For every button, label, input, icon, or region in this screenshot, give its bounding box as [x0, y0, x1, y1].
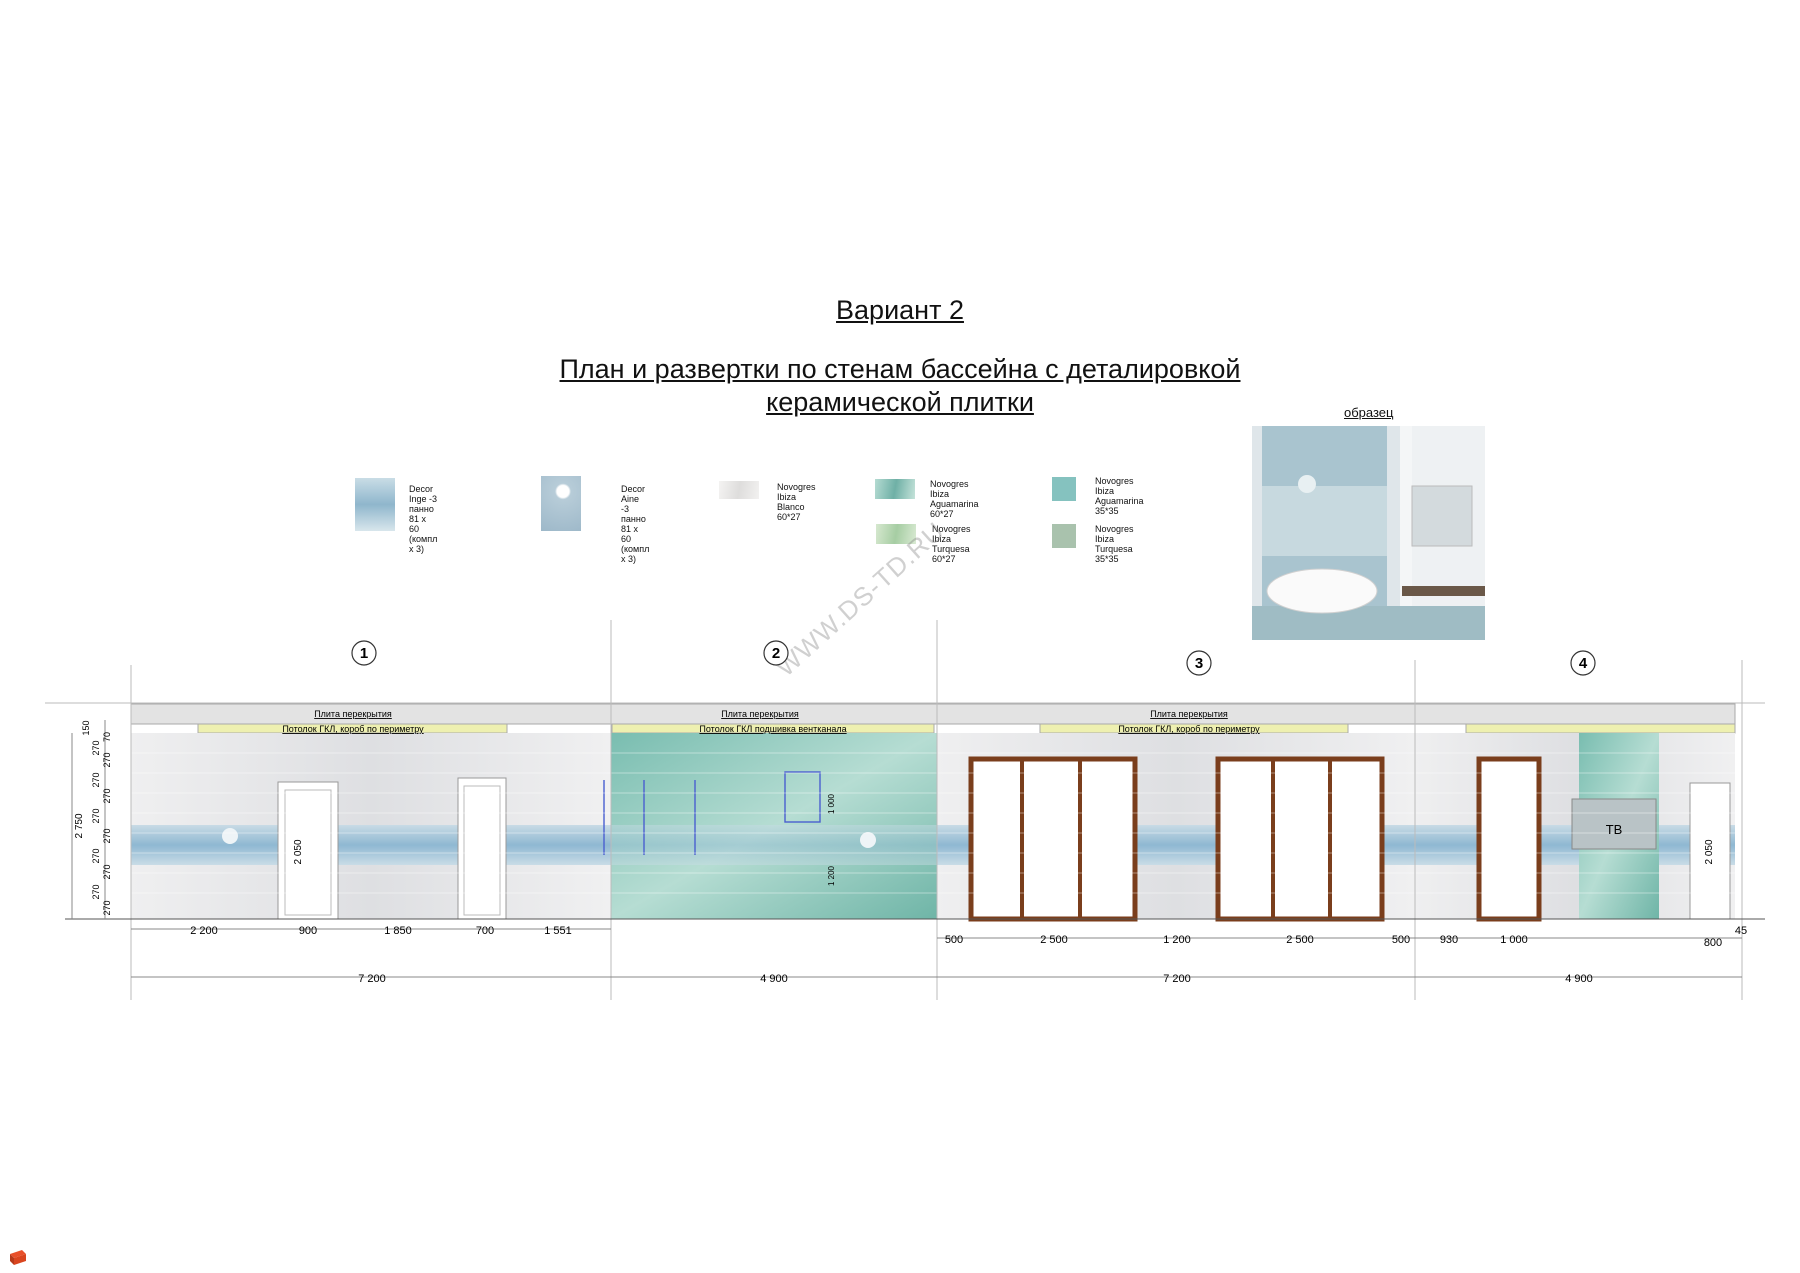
- wall-3-elevation: [937, 733, 1415, 922]
- door-height-label: 2 050: [293, 839, 304, 864]
- subtitle-line-2: керамической плитки: [766, 387, 1034, 417]
- wall-elevation-drawing: 1 2 3 4 Плита перекрытия Потолок ГКЛ, ко…: [45, 620, 1765, 1000]
- legend-text: Novogres Ibiza Aguamarina 35*35: [1095, 476, 1144, 516]
- slab-label: Плита перекрытия: [1150, 709, 1228, 719]
- dimension-label: 2 500: [1040, 934, 1068, 946]
- dimension-label: 2 500: [1286, 934, 1314, 946]
- dimension-label: 1 200: [1163, 934, 1191, 946]
- wall-number: 1: [360, 645, 368, 662]
- rail-dim-label: 1 200: [827, 865, 836, 886]
- row-height-label: 270: [102, 900, 112, 915]
- rail-dim-label: 1 000: [827, 793, 836, 814]
- dimension-label: 500: [1392, 934, 1410, 946]
- legend-text: Novogres Ibiza Blanco 60*27: [777, 482, 816, 522]
- height-total-label: 2 750: [74, 813, 85, 838]
- wall-number: 3: [1195, 655, 1203, 672]
- legend-swatch: [876, 524, 916, 544]
- wall-number-circle: [351, 640, 377, 666]
- wall-number-circle: [1186, 650, 1212, 676]
- wall-number-circle: [763, 640, 789, 666]
- overall-dimension: 7 200: [1163, 973, 1191, 985]
- row-height-label: 270: [91, 772, 101, 787]
- ceiling-label: Потолок ГКЛ, короб по периметру: [1118, 724, 1260, 734]
- dimension-label: 700: [476, 925, 494, 937]
- row-height-label: 270: [91, 808, 101, 823]
- tv-box: [1571, 798, 1657, 850]
- dimension-label: 800: [1704, 937, 1722, 949]
- dimension-label: 1 551: [544, 925, 572, 937]
- legend-text: Novogres Ibiza Turquesa 60*27: [932, 524, 971, 564]
- row-height-label: 150: [81, 720, 91, 735]
- wall-number: 4: [1579, 655, 1588, 672]
- legend-swatch: [541, 476, 581, 531]
- overall-dimension: 4 900: [760, 973, 788, 985]
- legend-swatch: [1052, 477, 1076, 501]
- legend-swatch: [719, 481, 759, 499]
- brand-logo-icon: [10, 1250, 26, 1265]
- wall-number: 2: [772, 645, 780, 662]
- dimension-label: 500: [945, 934, 963, 946]
- subtitle-line-1: План и развертки по стенам бассейна с де…: [559, 354, 1241, 384]
- wall-2-elevation: [603, 733, 937, 919]
- row-height-label: 270: [102, 864, 112, 879]
- tv-label: ТВ: [1606, 822, 1623, 837]
- wall-1-elevation: [131, 733, 611, 920]
- dimension-label: 2 200: [190, 925, 218, 937]
- row-height-label: 70: [102, 732, 112, 742]
- title: Вариант 2: [836, 295, 964, 325]
- row-height-label: 270: [91, 740, 101, 755]
- row-height-label: 270: [102, 828, 112, 843]
- ceiling-box: [1465, 723, 1736, 734]
- legend-text: Novogres Ibiza Turquesa 35*35: [1095, 524, 1134, 564]
- dimension-label: 930: [1440, 934, 1458, 946]
- row-height-label: 270: [102, 752, 112, 767]
- wall-number-circle: [1570, 650, 1596, 676]
- row-height-label: 270: [102, 788, 112, 803]
- legend-text: Decor Inge -3 панно 81 x 60 (компл x 3): [409, 484, 438, 554]
- sample-label: образец: [1344, 405, 1394, 420]
- legend-text: Novogres Ibiza Aguamarina 60*27: [930, 479, 979, 519]
- dimension-label: 900: [299, 925, 317, 937]
- row-height-label: 270: [91, 848, 101, 863]
- legend-swatch: [355, 478, 395, 531]
- slab-label: Плита перекрытия: [721, 709, 799, 719]
- overall-dimension: 7 200: [358, 973, 386, 985]
- dimension-label: 1 000: [1500, 934, 1528, 946]
- overall-dimension: 4 900: [1565, 973, 1593, 985]
- dimension-label: 45: [1735, 925, 1747, 937]
- door-height-label: 2 050: [1704, 839, 1715, 864]
- sample-photo: [1252, 426, 1485, 640]
- row-height-label: 270: [91, 884, 101, 899]
- ceiling-label: Потолок ГКЛ подшивка вентканала: [699, 724, 846, 734]
- ceiling-label: Потолок ГКЛ, короб по периметру: [282, 724, 424, 734]
- legend-text: Decor Aine -3 панно 81 x 60 (компл x 3): [621, 484, 650, 564]
- dimension-label: 1 850: [384, 925, 412, 937]
- legend-swatch: [875, 479, 915, 499]
- subtitle: План и развертки по стенам бассейна с де…: [0, 353, 1800, 419]
- slab-label: Плита перекрытия: [314, 709, 392, 719]
- wall-4-elevation: [1415, 733, 1735, 922]
- legend-swatch: [1052, 524, 1076, 548]
